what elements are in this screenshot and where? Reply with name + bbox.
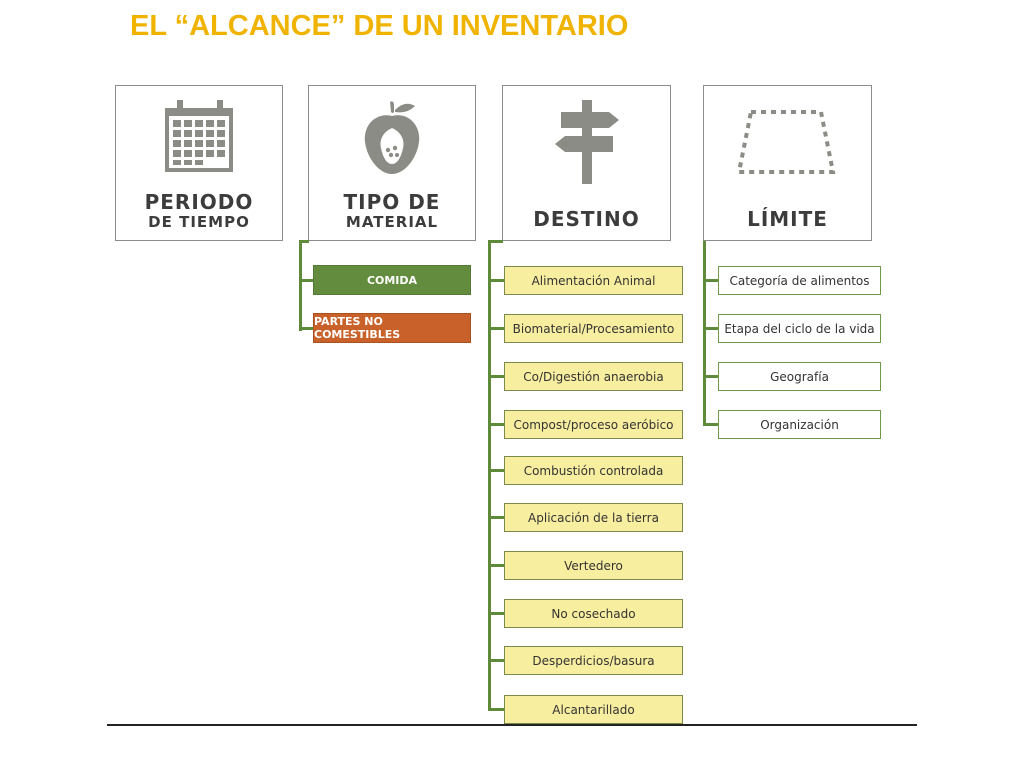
category-destino: DESTINO <box>502 85 671 241</box>
destino-connector-trunk <box>488 241 491 711</box>
material-connector-branch <box>299 327 314 330</box>
destino-connector-branch <box>488 279 504 282</box>
category-label-line1: TIPO DE <box>343 190 441 214</box>
material-connector-branch <box>299 279 314 282</box>
limite-connector-trunk <box>703 241 706 426</box>
limite-connector-branch <box>703 375 719 378</box>
category-periodo-de-tiempo: PERIODO DE TIEMPO <box>115 85 283 241</box>
limite-item: Geografía <box>718 362 881 391</box>
destino-connector-branch <box>488 423 504 426</box>
limite-item: Organización <box>718 410 881 439</box>
dashed-boundary-icon <box>704 98 871 190</box>
destino-connector-branch <box>488 564 504 567</box>
category-label-line1: LÍMITE <box>747 207 828 231</box>
category-label: DESTINO <box>503 208 670 230</box>
category-label-line2: DE TIEMPO <box>148 213 250 231</box>
category-tipo-de-material: TIPO DE MATERIAL <box>308 85 476 241</box>
page-title: EL “ALCANCE” DE UN INVENTARIO <box>130 10 629 42</box>
destino-item: No cosechado <box>504 599 683 628</box>
destino-connector-branch <box>488 659 504 662</box>
category-label: TIPO DE MATERIAL <box>309 191 475 232</box>
limite-item: Etapa del ciclo de la vida <box>718 314 881 343</box>
material-partes-no-comestibles: PARTES NO COMESTIBLES <box>313 313 471 343</box>
destino-item: Biomaterial/Procesamiento <box>504 314 683 343</box>
material-connector-trunk <box>299 241 302 331</box>
material-comida: COMIDA <box>313 265 471 295</box>
destino-connector-branch <box>488 708 504 711</box>
destino-item: Co/Digestión anaerobia <box>504 362 683 391</box>
destino-connector-top <box>488 240 503 243</box>
destino-connector-branch <box>488 375 504 378</box>
category-limite: LÍMITE <box>703 85 872 241</box>
category-label-line1: PERIODO <box>144 190 254 214</box>
category-label-line2: MATERIAL <box>345 213 439 231</box>
category-label: PERIODO DE TIEMPO <box>116 191 282 232</box>
bottom-divider <box>107 724 917 726</box>
limite-connector-branch <box>703 327 719 330</box>
destino-item: Combustión controlada <box>504 456 683 485</box>
category-label: LÍMITE <box>704 208 871 230</box>
destino-item: Aplicación de la tierra <box>504 503 683 532</box>
destino-item: Alimentación Animal <box>504 266 683 295</box>
destino-item: Alcantarillado <box>504 695 683 724</box>
limite-connector-branch <box>703 279 719 282</box>
destino-item: Desperdicios/basura <box>504 646 683 675</box>
limite-connector-branch <box>703 423 719 426</box>
destino-connector-branch <box>488 516 504 519</box>
destino-connector-branch <box>488 327 504 330</box>
material-connector-top <box>299 240 309 243</box>
destino-item: Compost/proceso aeróbico <box>504 410 683 439</box>
signpost-icon <box>503 98 670 190</box>
destino-connector-branch <box>488 469 504 472</box>
apple-core-icon <box>309 98 475 190</box>
calendar-icon <box>116 98 282 190</box>
category-label-line1: DESTINO <box>533 207 640 231</box>
destino-connector-branch <box>488 612 504 615</box>
destino-item: Vertedero <box>504 551 683 580</box>
limite-item: Categoría de alimentos <box>718 266 881 295</box>
